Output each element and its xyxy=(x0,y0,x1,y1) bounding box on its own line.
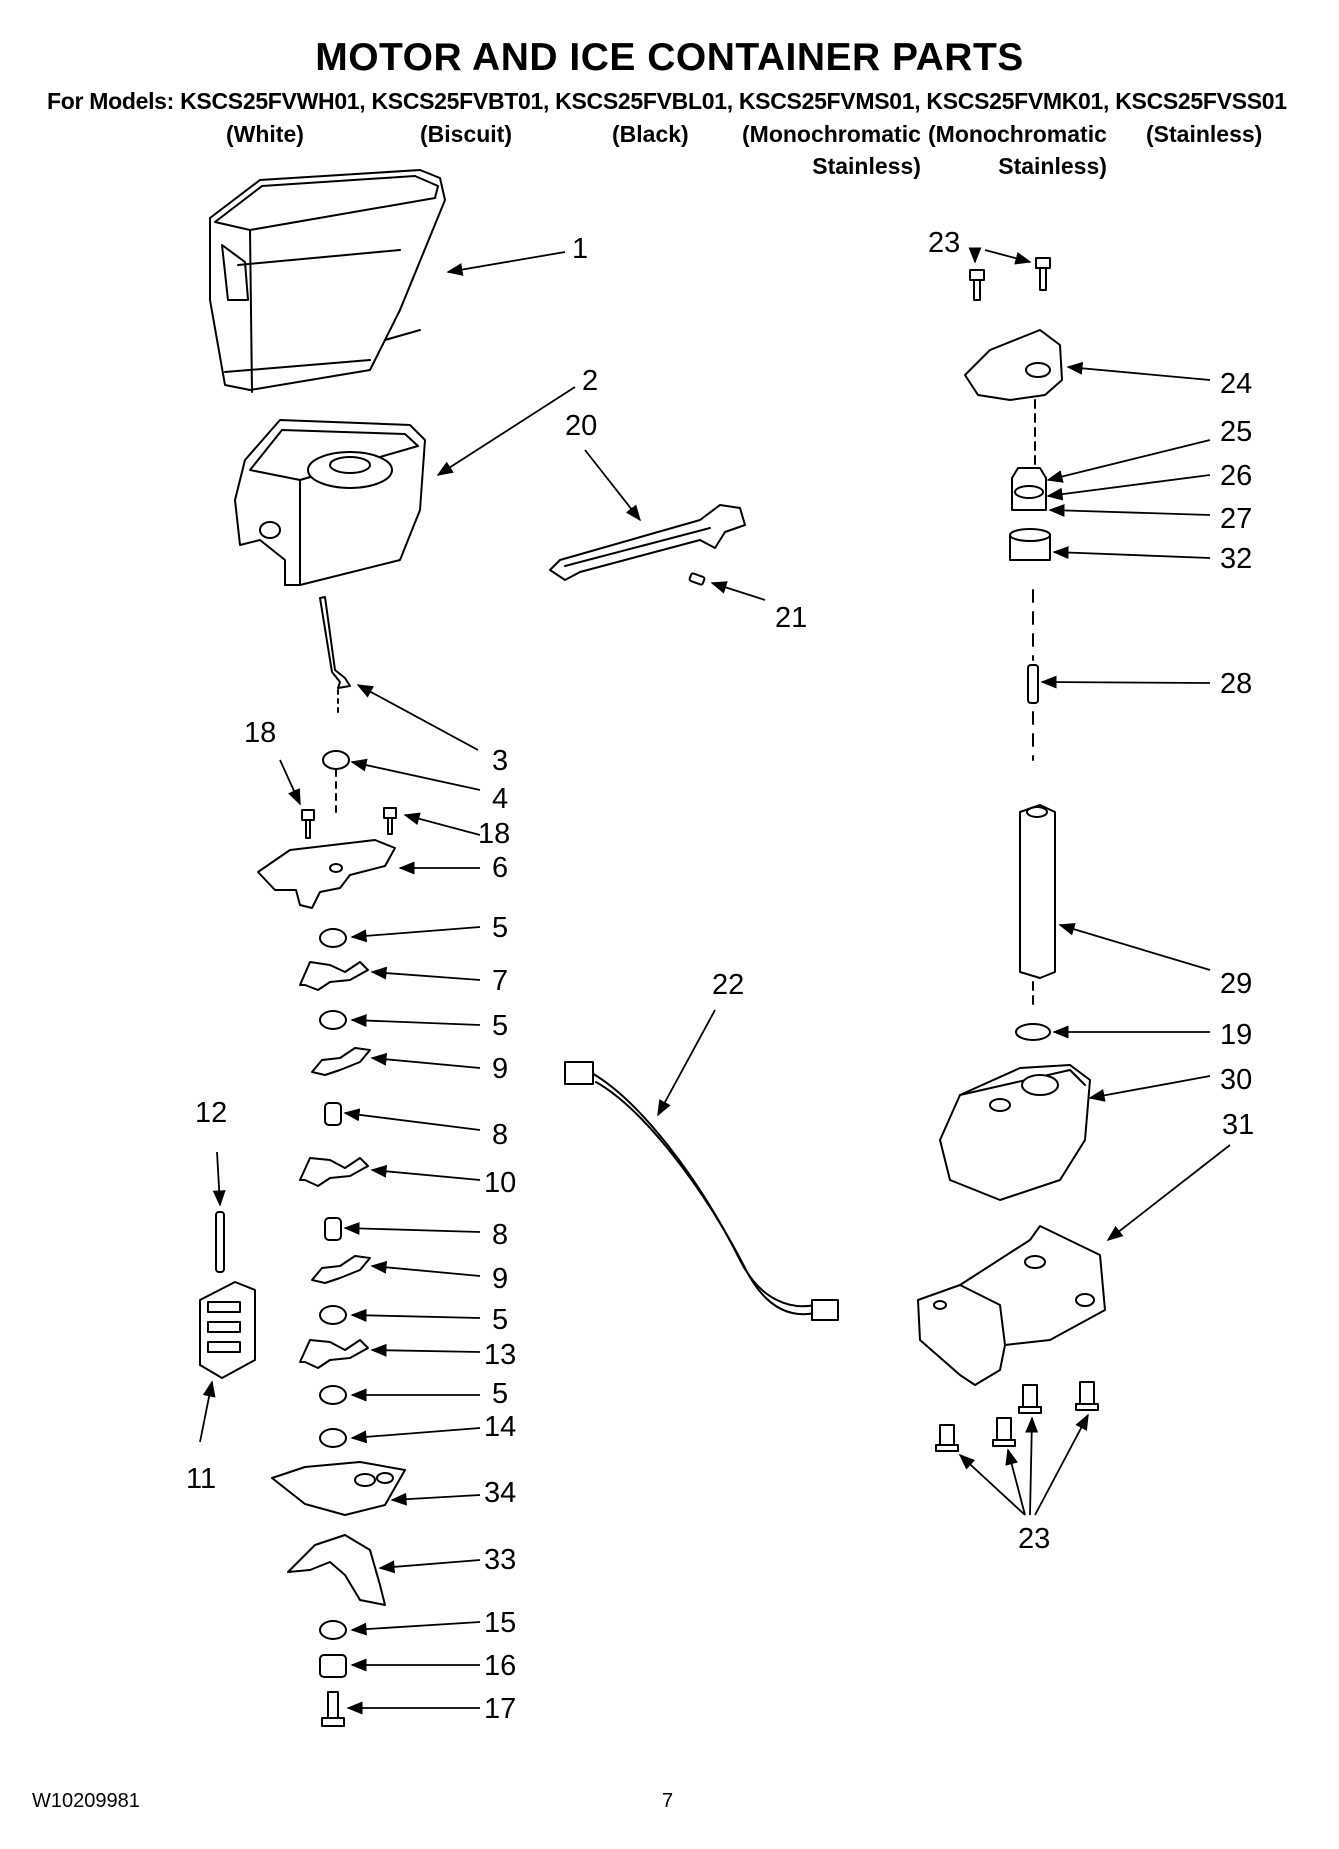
variant-stainless: (Stainless) xyxy=(1146,121,1263,147)
blade-9-a xyxy=(311,1047,371,1076)
auger-shaft-rod xyxy=(319,596,351,689)
callout-17: 17 xyxy=(484,1693,516,1725)
variant-monochromatic-stainless-2: (Monochromatic Stainless) xyxy=(928,121,1107,179)
callout-14: 14 xyxy=(484,1411,516,1443)
motor-mount-plate xyxy=(964,329,1063,401)
bushing-8-a xyxy=(324,1102,342,1126)
callout-23-bottom: 23 xyxy=(1018,1523,1050,1555)
callout-5-d: 5 xyxy=(492,1378,508,1410)
callout-23-top: 23 xyxy=(928,227,960,259)
coupling-assembly xyxy=(1011,467,1047,511)
ice-guide-rail xyxy=(549,504,746,581)
callout-34: 34 xyxy=(484,1477,516,1509)
screw-23-bottom-1 xyxy=(935,1424,959,1452)
callout-2: 2 xyxy=(582,365,598,397)
callout-15: 15 xyxy=(484,1607,516,1639)
spacer-5-b xyxy=(319,1010,347,1030)
plate-34 xyxy=(271,1461,406,1516)
callout-20: 20 xyxy=(565,410,597,442)
screw-23-bottom-2 xyxy=(992,1417,1016,1447)
mounting-block-11 xyxy=(199,1281,256,1379)
screw-23-bottom-3 xyxy=(1018,1384,1042,1414)
callout-8-a: 8 xyxy=(492,1119,508,1151)
wire-harness xyxy=(564,1061,839,1321)
callout-21: 21 xyxy=(775,602,807,634)
variant-monochromatic-stainless-1: (Monochromatic Stainless) xyxy=(742,121,921,179)
callout-9-b: 9 xyxy=(492,1263,508,1295)
crusher-33 xyxy=(287,1534,386,1606)
drive-motor-30 xyxy=(939,1064,1091,1201)
callout-10: 10 xyxy=(484,1167,516,1199)
spacer-5-d xyxy=(319,1385,347,1405)
blade-9-b xyxy=(311,1255,371,1284)
callout-29: 29 xyxy=(1220,968,1252,1000)
bolt-17 xyxy=(321,1691,345,1727)
callout-5-c: 5 xyxy=(492,1304,508,1336)
callout-4: 4 xyxy=(492,783,508,815)
callout-24: 24 xyxy=(1220,368,1252,400)
callout-27: 27 xyxy=(1220,503,1252,535)
variant-biscuit: (Biscuit) xyxy=(420,121,512,147)
document-number: W10209981 xyxy=(32,1790,140,1812)
nut-16 xyxy=(319,1654,347,1678)
models-line: For Models: KSCS25FVWH01, KSCS25FVBT01, … xyxy=(47,88,1287,114)
blade-13 xyxy=(299,1339,369,1369)
ice-container-bin xyxy=(209,169,446,393)
bearing-plate xyxy=(257,839,396,909)
blade-10 xyxy=(299,1157,369,1187)
washer-15 xyxy=(319,1620,347,1640)
spring-28 xyxy=(1027,664,1039,704)
callout-3: 3 xyxy=(492,745,508,777)
callout-28: 28 xyxy=(1220,668,1252,700)
callout-18-right: 18 xyxy=(478,818,510,850)
spacer-5-a xyxy=(319,928,347,948)
washer-14 xyxy=(319,1428,347,1448)
spacer-5-c xyxy=(319,1305,347,1325)
callout-7: 7 xyxy=(492,965,508,997)
page-number: 7 xyxy=(662,1790,674,1812)
callout-12: 12 xyxy=(195,1097,227,1129)
screw-23-bottom-4 xyxy=(1075,1381,1099,1411)
callout-25: 25 xyxy=(1220,416,1252,448)
auger-housing xyxy=(234,419,426,586)
callout-22: 22 xyxy=(712,969,744,1001)
callout-31: 31 xyxy=(1222,1109,1254,1141)
callout-11: 11 xyxy=(186,1463,216,1495)
screw-18-left xyxy=(301,809,315,839)
pin-12 xyxy=(215,1211,225,1273)
callout-18-left: 18 xyxy=(244,717,276,749)
washer-19 xyxy=(1015,1023,1051,1041)
callout-16: 16 xyxy=(484,1650,516,1682)
callout-19: 19 xyxy=(1220,1019,1252,1051)
callout-1: 1 xyxy=(572,233,588,265)
page-title: MOTOR AND ICE CONTAINER PARTS xyxy=(315,36,1024,79)
callout-9-a: 9 xyxy=(492,1053,508,1085)
callout-5-b: 5 xyxy=(492,1010,508,1042)
small-spring xyxy=(688,572,706,586)
callout-32: 32 xyxy=(1220,543,1252,575)
blade-7 xyxy=(299,961,369,991)
bushing-sleeve-32 xyxy=(1009,528,1051,561)
screw-18-right xyxy=(383,807,397,835)
washer-4 xyxy=(322,750,350,770)
drive-shaft-29 xyxy=(1019,804,1056,979)
callout-6: 6 xyxy=(492,852,508,884)
screw-23-top-right xyxy=(1035,257,1051,291)
bushing-8-b xyxy=(324,1217,342,1241)
callout-30: 30 xyxy=(1220,1064,1252,1096)
variant-white: (White) xyxy=(226,121,304,147)
callout-8-b: 8 xyxy=(492,1219,508,1251)
motor-bracket-31 xyxy=(917,1225,1106,1386)
callout-26: 26 xyxy=(1220,460,1252,492)
screw-23-top-left xyxy=(969,269,985,301)
callout-33: 33 xyxy=(484,1544,516,1576)
variant-black: (Black) xyxy=(612,121,689,147)
callout-5-a: 5 xyxy=(492,912,508,944)
callout-13: 13 xyxy=(484,1339,516,1371)
